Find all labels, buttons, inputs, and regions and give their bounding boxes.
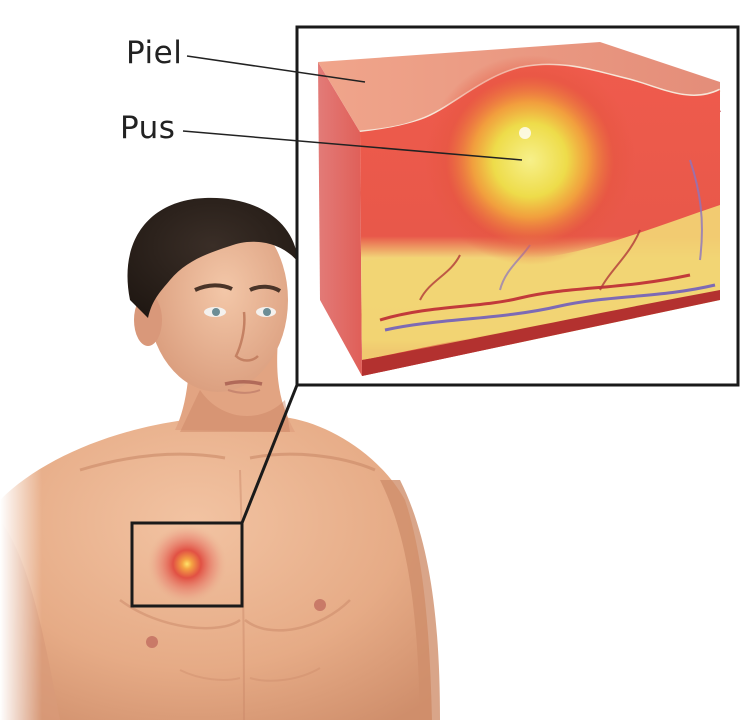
lesion-highlight-box — [130, 521, 244, 608]
zoom-connector-line — [240, 384, 299, 524]
skin-pointer-line — [186, 55, 366, 83]
left-nipple — [146, 636, 158, 648]
right-nipple — [314, 599, 326, 611]
skin-label: Piel — [126, 35, 183, 71]
hair — [127, 197, 298, 318]
pus-label: Pus — [120, 110, 176, 146]
pus-pocket — [425, 55, 635, 265]
magnified-view — [295, 25, 740, 387]
pus-pointer-line — [182, 130, 523, 161]
human-figure — [0, 197, 440, 720]
chest-lesion — [147, 524, 227, 604]
skin-surface — [318, 42, 720, 132]
